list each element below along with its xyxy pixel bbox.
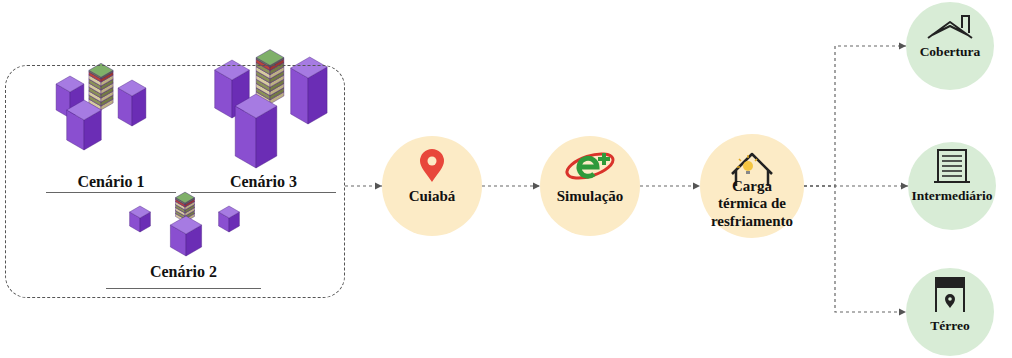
node-label: Simulação <box>557 188 624 205</box>
node-label: Térreo <box>930 318 969 334</box>
dashed-arrow <box>345 183 382 190</box>
circle-shape <box>540 136 640 236</box>
floor-circle: Térreo <box>906 268 994 356</box>
block-face <box>170 216 201 234</box>
floor-circle: Intermediário <box>908 142 996 230</box>
block-face <box>118 80 146 96</box>
scenario-label: Cenário 1 <box>46 173 176 193</box>
circle-shape <box>382 136 482 236</box>
building-blocks <box>56 50 327 257</box>
block-face <box>67 100 102 120</box>
dashed-arrow <box>640 183 700 190</box>
block-face <box>56 76 84 92</box>
result-circle: Carga térmica de resfriamento <box>700 134 804 238</box>
circle-shape <box>906 268 994 356</box>
block-face <box>219 206 240 218</box>
block-face <box>130 206 151 218</box>
dashed-arrow <box>804 186 906 316</box>
circle-shape <box>908 142 996 230</box>
node-label: Cobertura <box>920 44 981 60</box>
block-face <box>235 94 277 118</box>
scenario-name: Cenário 3 <box>230 173 297 191</box>
scenario-name: Cenário 2 <box>150 263 217 281</box>
block-face <box>291 57 327 78</box>
scenario-name: Cenário 1 <box>77 173 144 191</box>
scenario-label: Cenário 3 <box>191 173 336 193</box>
dashed-arrow <box>804 43 906 187</box>
floor-circle: Cobertura <box>906 2 994 90</box>
scenario-group: Cenário 1 Cenário 3 Cenário 2 <box>5 65 345 298</box>
simulation-circle: Simulação <box>540 136 640 236</box>
node-label: Carga térmica de resfriamento <box>707 178 797 230</box>
location-circle: Cuiabá <box>382 136 482 236</box>
block-face <box>176 192 195 203</box>
dashed-arrow <box>804 183 908 190</box>
block-face <box>256 50 284 66</box>
node-label: Cuiabá <box>409 188 456 205</box>
block-face <box>215 60 250 80</box>
node-label: Intermediário <box>912 188 993 204</box>
scenario-label: Cenário 2 <box>106 263 261 289</box>
dashed-arrow <box>482 183 540 190</box>
